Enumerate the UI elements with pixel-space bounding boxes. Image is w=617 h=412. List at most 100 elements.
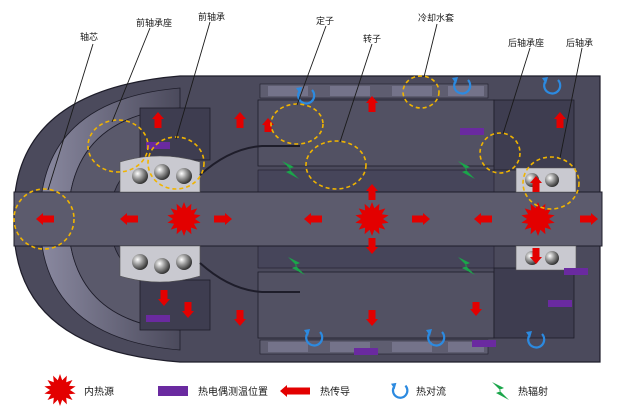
conduction-arrow-icon (304, 213, 322, 225)
legend-thermocouple-label: 热电偶测温位置 (198, 385, 268, 398)
thermocouple-bar-icon (460, 128, 484, 135)
label-front-bearing-seat: 前轴承座 (136, 17, 172, 29)
conduction-arrow-icon (366, 238, 378, 254)
cooling-channel-bot-2 (330, 342, 370, 352)
radiation-bolt-icon (282, 161, 299, 179)
convection-curl-head (391, 382, 397, 390)
convection-curl-head (452, 77, 458, 84)
radiation-bolt-icon (458, 257, 475, 275)
conduction-arrow-icon (158, 290, 170, 306)
convection-curl-head (304, 329, 310, 336)
conduction-arrow-icon (366, 96, 378, 112)
cooling-channel-bot-3 (392, 342, 432, 352)
callout-rear-bearing (522, 156, 580, 210)
heat-source-star-icon (167, 202, 201, 236)
conduction-arrow-icon (152, 112, 164, 128)
legend-convection: 热对流 (391, 382, 446, 399)
cooling-channel-top-2 (330, 86, 370, 96)
thermocouple-bar-icon (564, 268, 588, 275)
thermocouple-bar-icon (354, 348, 378, 355)
conduction-arrow-icon (214, 213, 232, 225)
conduction-arrow-icon (280, 385, 310, 397)
legend-conduction: 热传导 (280, 385, 350, 398)
label-rear-bearing-seat: 后轴承座 (508, 37, 544, 49)
conduction-arrow-icon (474, 213, 492, 225)
label-stator: 定子 (316, 15, 334, 27)
winding-curve-top (199, 145, 300, 176)
conduction-arrow-icon (234, 112, 246, 128)
front-bearing-seat-bottom (139, 279, 211, 331)
legend: 内热源 热电偶测温位置 热传导 热对流 热辐射 (44, 374, 548, 406)
legend-radiation-label: 热辐射 (518, 385, 548, 398)
conduction-arrow-icon (182, 302, 194, 318)
cooling-channel-top-3 (392, 86, 432, 96)
cooling-channel-bot-4 (448, 342, 484, 352)
conduction-arrows (36, 96, 598, 326)
callout-front-bearing (147, 136, 205, 190)
conduction-arrow-icon (234, 310, 246, 326)
heat-sources (167, 202, 555, 236)
stator-upper (257, 99, 495, 167)
thermocouple-bar-icon (146, 315, 170, 322)
heat-source-star-icon (44, 374, 76, 406)
leader-lines (47, 21, 583, 191)
rear-bearing (515, 167, 577, 271)
label-rotor: 转子 (363, 33, 381, 45)
radiation-bolts (282, 161, 475, 275)
legend-radiation: 热辐射 (492, 382, 548, 400)
conduction-arrow-icon (262, 118, 274, 132)
legend-heat-source-label: 内热源 (84, 385, 114, 398)
convection-curl-icon (527, 333, 546, 349)
conduction-arrow-icon (470, 302, 482, 316)
convection-curl-icon (297, 89, 316, 105)
legend-thermocouple: 热电偶测温位置 (158, 385, 268, 398)
convection-curl-icon (427, 331, 446, 347)
cooling-channel-top-1 (268, 86, 308, 96)
convection-curl-head (542, 77, 548, 84)
conduction-arrow-icon (412, 213, 430, 225)
label-shaft: 轴芯 (80, 31, 98, 43)
convection-curls (296, 77, 562, 349)
radiation-bolt-icon (288, 257, 305, 275)
radiation-bolt-icon (492, 382, 509, 400)
conduction-arrow-icon (554, 112, 566, 128)
label-front-bearing: 前轴承 (198, 11, 225, 23)
conduction-arrow-icon (530, 248, 542, 264)
cooling-channel-bot-1 (268, 342, 308, 352)
callout-cooling-jacket (402, 75, 440, 109)
winding-curve-bottom (199, 262, 300, 293)
thermocouple-bar-icon (472, 340, 496, 347)
convection-curl-head (296, 87, 302, 94)
convection-curl-icon (453, 79, 472, 95)
conduction-arrow-icon (366, 184, 378, 200)
conduction-arrow-icon (36, 213, 54, 225)
convection-curl-icon (391, 384, 409, 399)
front-bearing (119, 155, 201, 283)
conduction-arrow-icon (366, 310, 378, 326)
radiation-bolt-icon (458, 161, 475, 179)
label-rear-bearing: 后轴承 (566, 37, 593, 49)
conduction-arrow-icon (120, 213, 138, 225)
front-bearing-seat-top (139, 107, 211, 161)
callout-front-bearing-seat (87, 119, 149, 173)
heat-source-star-icon (521, 202, 555, 236)
stator-lower (257, 271, 495, 339)
part-labels: 轴芯 前轴承座 前轴承 定子 转子 冷却水套 后轴承座 后轴承 (80, 11, 593, 49)
legend-convection-label: 热对流 (416, 385, 446, 398)
convection-curl-icon (305, 331, 324, 347)
callout-shaft (13, 188, 75, 250)
label-cooling-jacket: 冷却水套 (418, 12, 454, 24)
thermocouple-bar-icon (146, 142, 170, 149)
thermocouple-markers (146, 128, 588, 355)
legend-conduction-label: 热传导 (320, 385, 350, 398)
convection-curl-head (526, 331, 532, 338)
heat-source-star-icon (355, 202, 389, 236)
conduction-arrow-icon (530, 176, 542, 192)
convection-curl-icon (543, 79, 562, 95)
thermocouple-bar-icon (158, 386, 188, 396)
convection-curl-head (426, 329, 432, 336)
callout-rotor (305, 140, 367, 190)
rear-bearing-seat-top (493, 99, 575, 171)
legend-heat-source: 内热源 (44, 374, 114, 406)
